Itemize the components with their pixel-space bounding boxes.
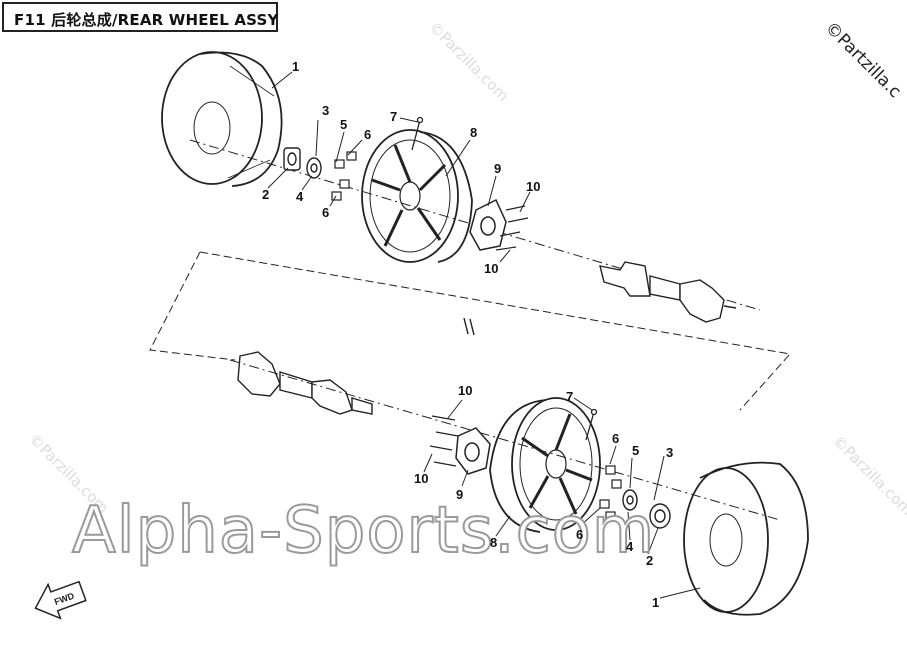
upper-valve-stem <box>411 116 424 151</box>
upper-rim <box>361 129 473 263</box>
diagram-title: F11 后轮总成/REAR WHEEL ASSY <box>14 11 279 29</box>
callout-4-upper: 4 <box>296 189 304 204</box>
callout-10-upper-b: 10 <box>484 261 499 276</box>
callout-10-upper-a: 10 <box>526 179 541 194</box>
callout-9-upper: 9 <box>494 161 502 176</box>
callout-6-lower-b: 6 <box>576 527 584 542</box>
lower-valve-stem <box>585 408 598 441</box>
lower-lug-nuts <box>599 465 622 521</box>
upper-lug-nuts <box>331 151 357 201</box>
callout-3-lower: 3 <box>666 445 674 460</box>
upper-hub-bolts <box>495 205 529 251</box>
callout-7-lower: 7 <box>566 389 574 404</box>
callout-1-upper: 1 <box>292 59 300 74</box>
callout-4-lower: 4 <box>626 539 634 554</box>
upper-tire <box>161 51 283 187</box>
upper-washer <box>306 157 322 179</box>
callout-2-upper: 2 <box>262 187 270 202</box>
lower-leader-lines <box>423 397 701 599</box>
diagram-title-box: F11 后轮总成/REAR WHEEL ASSY <box>2 2 278 32</box>
lower-hub-bolts <box>429 415 459 467</box>
alpha-sports-watermark: Alpha-Sports.com <box>71 493 656 569</box>
callout-3-upper: 3 <box>322 103 330 118</box>
lower-drive-shaft <box>237 351 373 415</box>
lower-hub <box>455 427 491 475</box>
lower-rim <box>489 397 601 533</box>
callout-7-upper: 7 <box>390 109 398 124</box>
callout-5-lower: 5 <box>632 443 640 458</box>
upper-hub <box>469 198 507 251</box>
callout-1-lower: 1 <box>652 595 660 610</box>
lower-tire <box>683 461 809 616</box>
callout-8-lower: 8 <box>490 535 498 550</box>
upper-drive-shaft <box>599 261 737 323</box>
callout-10-lower-a: 10 <box>458 383 473 398</box>
upper-hub-nut <box>283 147 301 171</box>
fwd-arrow-icon <box>34 580 87 620</box>
callout-10-lower-b: 10 <box>414 471 429 486</box>
lower-washer <box>622 489 638 511</box>
break-marks <box>463 317 475 336</box>
upper-leader-lines <box>267 71 531 263</box>
lower-axle-line <box>229 359 781 521</box>
lower-hub-nut <box>649 503 671 529</box>
callout-6-upper-b: 6 <box>322 205 330 220</box>
callout-8-upper: 8 <box>470 125 478 140</box>
callout-5-upper: 5 <box>340 117 348 132</box>
callout-9-lower: 9 <box>456 487 464 502</box>
shaft-break-indicator <box>149 251 791 411</box>
callout-6-upper-a: 6 <box>364 127 372 142</box>
callout-2-lower: 2 <box>646 553 654 568</box>
callout-6-lower-a: 6 <box>612 431 620 446</box>
